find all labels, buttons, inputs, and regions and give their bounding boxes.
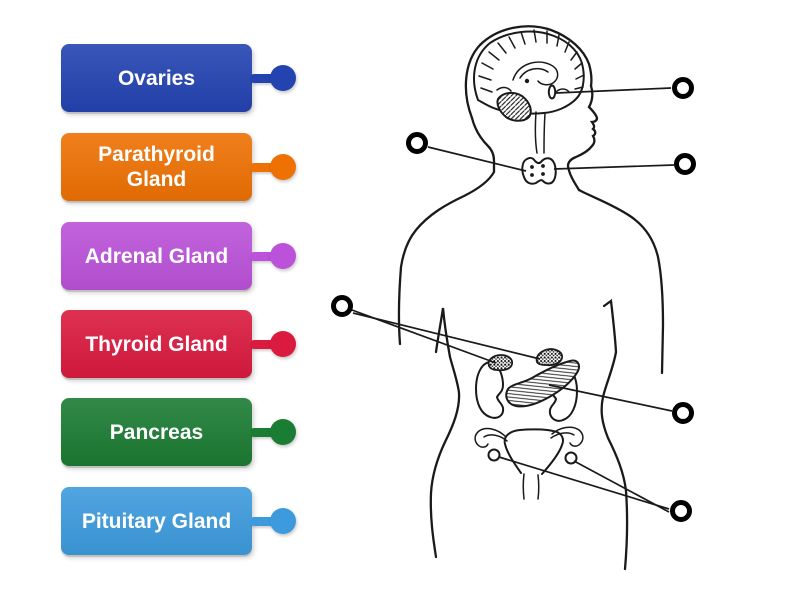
label-thyroid-gland-connector-knob[interactable]: [270, 331, 296, 357]
label-ovaries[interactable]: Ovaries: [61, 44, 296, 112]
target-circle-neck-left[interactable]: [406, 132, 428, 154]
label-adrenal-gland[interactable]: Adrenal Gland: [61, 222, 296, 290]
label-adrenal-gland-connector-knob[interactable]: [270, 243, 296, 269]
label-thyroid-gland-plate[interactable]: Thyroid Gland: [61, 310, 252, 378]
thyroid-shape: [521, 156, 557, 185]
leader-lines: [351, 87, 675, 513]
brain-dot: [524, 78, 530, 84]
label-thyroid-gland-stem: [250, 339, 274, 349]
label-pituitary-gland-connector-knob[interactable]: [270, 508, 296, 534]
target-circle-abdomen-right[interactable]: [672, 402, 694, 424]
right-ovary: [564, 451, 578, 465]
pancreas-shape: [505, 359, 580, 408]
label-pituitary-gland[interactable]: Pituitary Gland: [61, 487, 296, 555]
label-pituitary-gland-stem: [250, 516, 274, 526]
brain: [473, 29, 585, 154]
brain-gyri: [478, 29, 585, 93]
pituitary-gland-shape: [547, 84, 557, 100]
cerebellum: [496, 91, 532, 122]
target-circle-neck-right[interactable]: [674, 153, 696, 175]
label-pancreas-plate[interactable]: Pancreas: [61, 398, 252, 466]
target-circle-pelvis-right[interactable]: [670, 500, 692, 522]
reproductive-organs: [474, 426, 584, 500]
label-thyroid-gland[interactable]: Thyroid Gland: [61, 310, 296, 378]
label-ovaries-plate[interactable]: Ovaries: [61, 44, 252, 112]
target-circle-head-right[interactable]: [672, 77, 694, 99]
target-circle-abdomen-left[interactable]: [331, 295, 353, 317]
label-adrenal-gland-plate[interactable]: Adrenal Gland: [61, 222, 252, 290]
body-outline: [397, 25, 665, 571]
left-ovary: [487, 448, 501, 462]
left-kidney: [474, 360, 505, 419]
label-parathyroid-gland-plate[interactable]: Parathyroid Gland: [61, 133, 252, 201]
label-pituitary-gland-plate[interactable]: Pituitary Gland: [61, 487, 252, 555]
label-parathyroid-gland-stem: [250, 162, 274, 172]
label-ovaries-connector-knob[interactable]: [270, 65, 296, 91]
left-adrenal-gland: [487, 354, 514, 372]
label-parathyroid-gland-connector-knob[interactable]: [270, 154, 296, 180]
label-parathyroid-gland[interactable]: Parathyroid Gland: [61, 133, 296, 201]
abdominal-organs: [474, 348, 580, 422]
label-pancreas-stem: [250, 427, 274, 437]
right-adrenal-gland: [535, 348, 563, 367]
label-pancreas-connector-knob[interactable]: [270, 419, 296, 445]
label-adrenal-gland-stem: [250, 251, 274, 261]
label-ovaries-stem: [250, 73, 274, 83]
label-pancreas[interactable]: Pancreas: [61, 398, 296, 466]
